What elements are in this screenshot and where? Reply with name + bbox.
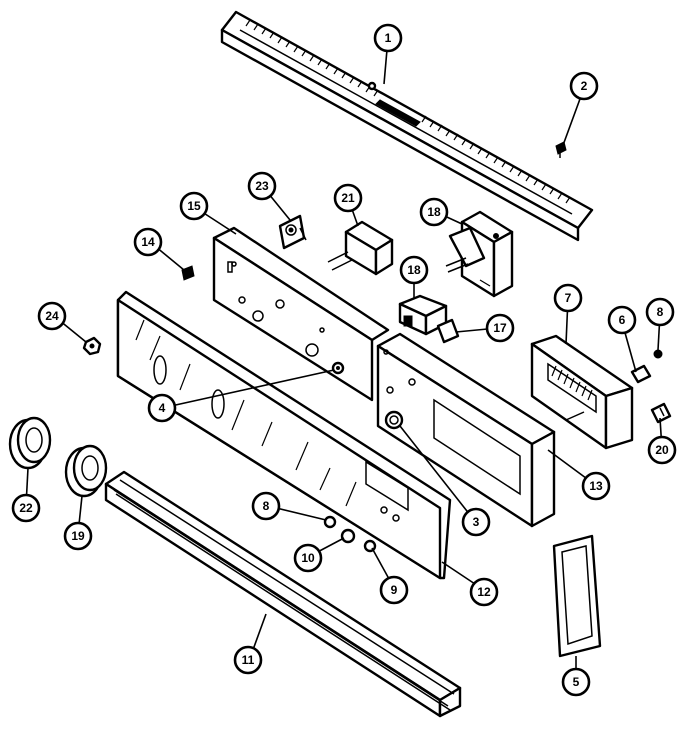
svg-text:3: 3 (473, 515, 480, 529)
svg-text:13: 13 (589, 479, 603, 493)
callout-7: 7 (553, 283, 583, 313)
part-9-button (323, 515, 337, 529)
vent-slots (245, 19, 571, 204)
part-11-trim-rail (104, 470, 462, 718)
callout-2: 2 (569, 71, 599, 101)
svg-text:24: 24 (45, 309, 59, 323)
callout-6: 6 (607, 305, 637, 335)
callout-10: 10 (293, 543, 323, 573)
part-21-switch (327, 220, 394, 276)
svg-text:15: 15 (187, 199, 201, 213)
svg-text:19: 19 (71, 529, 85, 543)
svg-text:6: 6 (619, 313, 626, 327)
part-7-display-board (530, 334, 634, 450)
part-4-nut (331, 361, 345, 375)
svg-text:21: 21 (341, 191, 355, 205)
svg-text:10: 10 (301, 551, 315, 565)
part-8-screw (653, 349, 663, 359)
svg-text:2: 2 (581, 79, 588, 93)
part-23-bracket (278, 214, 307, 250)
part-6-clip (630, 364, 652, 384)
svg-text:9: 9 (391, 583, 398, 597)
callout-21: 21 (333, 183, 363, 213)
callout-5: 5 (561, 667, 591, 697)
callout-3: 3 (461, 507, 491, 537)
callout-12: 12 (469, 577, 499, 607)
svg-text:1: 1 (385, 31, 392, 45)
svg-text:5: 5 (573, 675, 580, 689)
part-24-nut (82, 336, 102, 356)
callouts: 1 2 23 21 18 15 14 18 7 6 8 17 24 4 20 1… (11, 23, 677, 697)
svg-text:11: 11 (242, 653, 255, 667)
part-1-vent-strip (220, 10, 594, 242)
part-22-knob (8, 416, 52, 470)
svg-text:4: 4 (159, 401, 166, 415)
svg-text:18: 18 (427, 205, 441, 219)
part-12-front-panel (116, 290, 452, 580)
callout-19: 19 (63, 521, 93, 551)
callout-17: 17 (485, 313, 515, 343)
callout-1: 1 (373, 23, 403, 53)
part-5-gasket (552, 534, 602, 658)
part-2-screw (555, 141, 567, 158)
leader-lines (25, 37, 663, 680)
svg-text:20: 20 (655, 443, 669, 457)
callout-4: 4 (147, 393, 177, 423)
svg-text:8: 8 (657, 305, 664, 319)
svg-text:23: 23 (255, 179, 269, 193)
callout-22: 22 (11, 493, 41, 523)
svg-text:14: 14 (141, 235, 155, 249)
callout-8-lower: 8 (251, 491, 281, 521)
part-14-screw (181, 265, 195, 281)
callout-13: 13 (581, 471, 611, 501)
part-18-timer (445, 210, 514, 298)
part-17-connector (436, 318, 460, 344)
svg-text:7: 7 (565, 291, 572, 305)
callout-8-top: 8 (645, 297, 675, 327)
part-10-button (340, 528, 356, 544)
part-19-knob (64, 444, 108, 498)
svg-text:8: 8 (263, 499, 270, 513)
callout-11: 11 (233, 645, 263, 675)
svg-text:12: 12 (477, 585, 491, 599)
part-13-control-panel (376, 332, 556, 528)
callout-18-lower: 18 (399, 255, 429, 285)
callout-14: 14 (133, 227, 163, 257)
svg-text:22: 22 (19, 501, 33, 515)
callout-20: 20 (647, 435, 677, 465)
svg-text:17: 17 (493, 321, 507, 335)
callout-23: 23 (247, 171, 277, 201)
callout-24: 24 (37, 301, 67, 331)
part-20-clip (650, 402, 672, 424)
part-18-relay (398, 294, 448, 336)
svg-text:18: 18 (407, 263, 421, 277)
callout-18-top: 18 (419, 197, 449, 227)
part-3-grommet (384, 410, 404, 430)
part-15-back-panel (212, 226, 390, 402)
callout-9: 9 (379, 575, 409, 605)
callout-15: 15 (179, 191, 209, 221)
